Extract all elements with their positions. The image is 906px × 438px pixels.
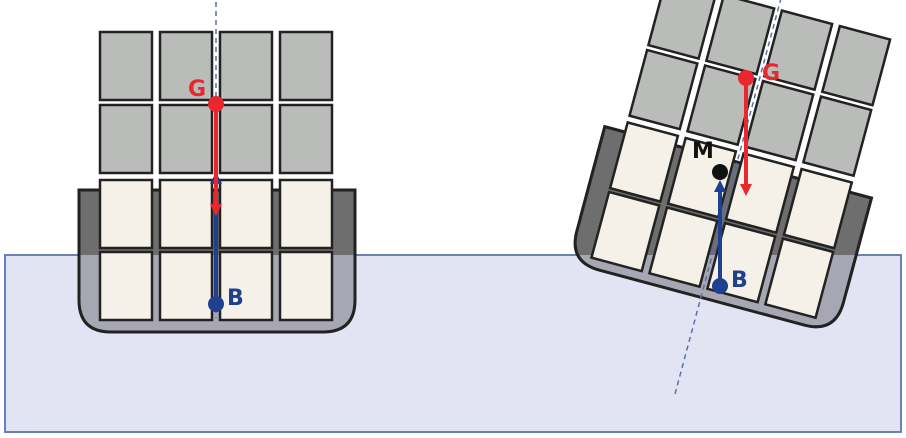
cargo-block — [278, 250, 334, 322]
cargo-block — [218, 178, 274, 250]
upright-upper-cargo — [98, 30, 334, 175]
cargo-block — [762, 9, 834, 92]
cargo-block — [724, 151, 796, 235]
heeled-gravity-label: G — [762, 61, 780, 86]
cargo-block — [801, 95, 873, 178]
heeled-center-of-gravity — [738, 70, 754, 86]
upright-lower-cargo — [98, 178, 334, 322]
upright-buoyancy-label: B — [227, 286, 244, 311]
heeled-metacenter-label: M — [692, 139, 714, 164]
heeled-gravity-arrowhead — [740, 184, 752, 196]
cargo-block — [627, 48, 699, 131]
cargo-block — [646, 0, 718, 61]
cargo-block — [218, 103, 274, 175]
heeled-upper-cargo — [627, 0, 892, 178]
cargo-block — [743, 79, 815, 162]
cargo-block — [763, 237, 835, 320]
heeled-buoyancy-arrowhead — [714, 180, 726, 192]
heeled-metacenter — [712, 164, 728, 180]
cargo-block — [158, 103, 214, 175]
cargo-block — [158, 250, 214, 322]
cargo-block — [98, 178, 154, 250]
heeled-buoyancy-label: B — [731, 268, 748, 293]
cargo-block — [98, 103, 154, 175]
heeled-boat: G M B — [573, 0, 892, 395]
cargo-block — [218, 250, 274, 322]
cargo-block — [782, 167, 854, 250]
cargo-block — [98, 250, 154, 322]
upright-boat: G B — [77, 2, 357, 334]
cargo-block — [218, 30, 274, 102]
heeled-center-axis — [674, 0, 794, 395]
upright-gravity-arrowhead — [210, 204, 222, 216]
upright-gravity-label: G — [188, 77, 206, 102]
cargo-block — [278, 178, 334, 250]
heeled-center-of-buoyancy — [712, 278, 728, 294]
cargo-block — [608, 120, 680, 204]
cargo-block — [820, 24, 892, 107]
cargo-block — [704, 0, 776, 76]
cargo-block — [158, 30, 214, 102]
cargo-block — [278, 30, 334, 102]
upright-center-of-gravity — [208, 96, 224, 112]
cargo-block — [278, 103, 334, 175]
cargo-block — [98, 30, 154, 102]
upright-center-of-buoyancy — [208, 296, 224, 312]
heeled-lower-cargo — [589, 120, 854, 320]
cargo-block — [647, 205, 719, 289]
cargo-block — [158, 178, 214, 250]
cargo-block — [589, 190, 661, 273]
